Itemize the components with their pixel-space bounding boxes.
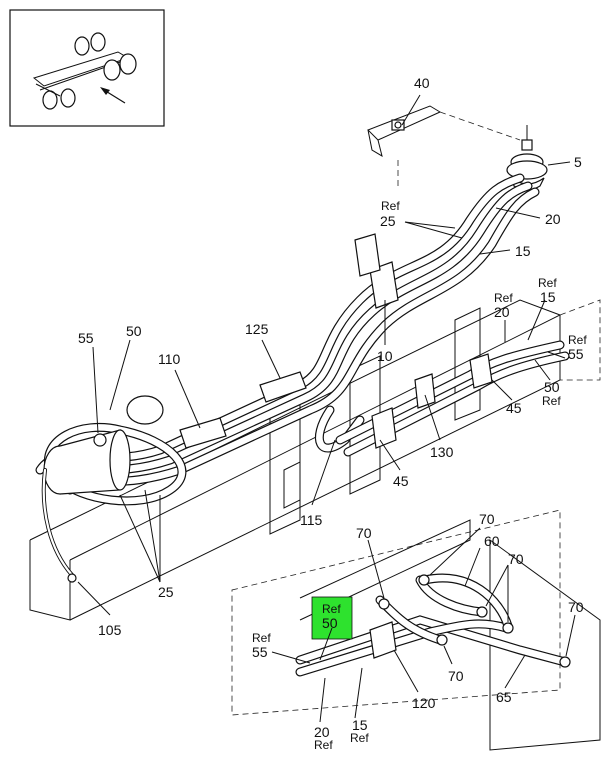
callout-110: 110 (158, 351, 181, 367)
callout-25: 25 (158, 584, 174, 600)
hose-clamps (179, 233, 493, 449)
callout-70-b: 70 (479, 511, 495, 527)
callout-55-ref-bottom-label: Ref (252, 631, 271, 645)
bracket-detail-40 (367, 105, 521, 190)
callout-50-ref-green-label: Ref (322, 602, 341, 616)
locator-arrow-icon (100, 87, 126, 104)
callout-20-ref: 20 (494, 304, 510, 320)
callout-25-ref: 25 (380, 213, 396, 229)
callout-60: 60 (484, 533, 500, 549)
callout-5: 5 (574, 154, 582, 170)
highlight-box (311, 596, 353, 640)
callout-45-right: 45 (506, 400, 522, 416)
callout-50: 50 (126, 323, 142, 339)
callout-120: 120 (412, 695, 436, 711)
callout-130: 130 (430, 444, 454, 460)
callout-15-ref-bottom: 15 (352, 717, 368, 733)
callout-55: 55 (78, 330, 94, 346)
truck-chassis-icon (32, 32, 137, 110)
callout-20: 20 (545, 211, 561, 227)
sensor-wire-105 (41, 468, 77, 583)
callout-70-c: 70 (508, 551, 524, 567)
lower-detail-box (231, 509, 601, 751)
callout-10: 10 (377, 348, 393, 364)
callout-50-ref-label: Ref (542, 394, 561, 408)
callout-70-a: 70 (356, 525, 372, 541)
callout-20-ref-label: Ref (494, 291, 513, 305)
callout-50-ref-green: 50 (322, 615, 338, 631)
brake-chamber (43, 395, 164, 495)
callout-125: 125 (245, 321, 269, 337)
callout-15: 15 (515, 243, 531, 259)
callout-15-ref: 15 (540, 289, 556, 305)
callout-115: 115 (300, 512, 323, 528)
callout-105: 105 (98, 622, 122, 638)
callout-15-ref-bottom-label: Ref (350, 731, 369, 745)
callout-50-ref: 50 (544, 379, 560, 395)
callout-55-ref-label: Ref (568, 333, 587, 347)
callout-20-ref-bottom-label: Ref (314, 738, 333, 752)
leader-lines (77, 94, 576, 723)
callout-40: 40 (414, 75, 430, 91)
callout-55-ref-bottom: 55 (252, 644, 268, 660)
callout-70-e: 70 (448, 668, 464, 684)
callout-70-d: 70 (568, 599, 584, 615)
callout-labels: 40 5 Ref 25 20 15 Ref 15 Ref 20 Ref 55 5… (78, 75, 587, 752)
callout-55-ref: 55 (568, 346, 584, 362)
callout-20-ref-bottom: 20 (314, 724, 330, 740)
callout-15-ref-label: Ref (538, 276, 557, 290)
callout-25-ref-label: Ref (381, 199, 400, 213)
locator-inset (9, 9, 165, 127)
callout-45-mid: 45 (393, 473, 409, 489)
callout-65: 65 (496, 689, 512, 705)
